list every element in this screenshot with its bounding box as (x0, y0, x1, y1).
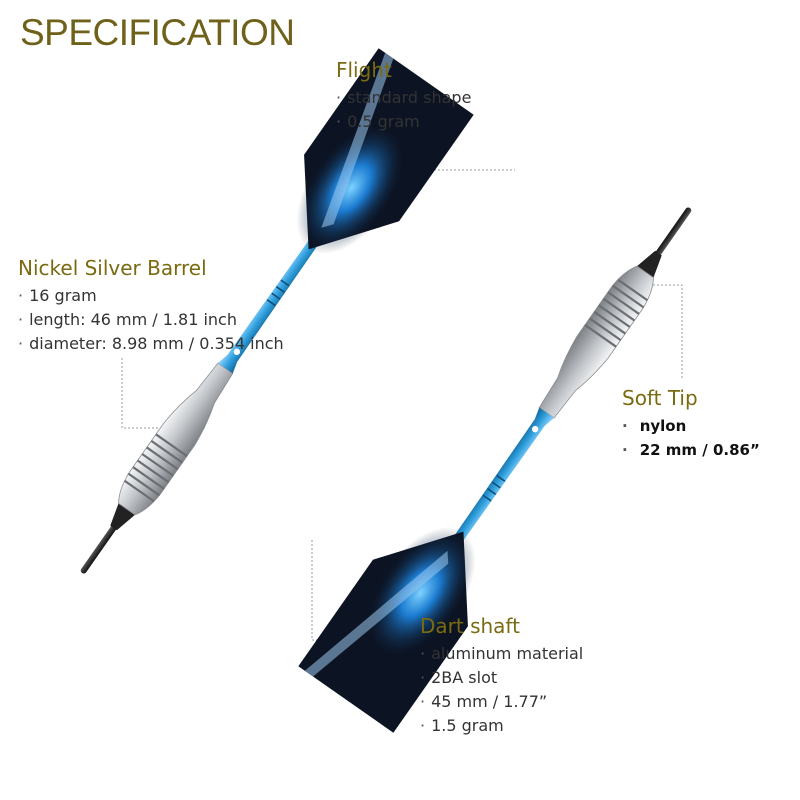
flight-spec: Flight ·standard shape ·0.5 gram (336, 56, 471, 134)
barrel-heading: Nickel Silver Barrel (18, 256, 207, 280)
soft-tip-spec: Soft Tip ·nylon ·22 mm / 0.86” (622, 384, 760, 462)
soft-tip-spec-list: ·nylon ·22 mm / 0.86” (622, 414, 760, 462)
barrel-icon (118, 362, 234, 516)
list-item: ·22 mm / 0.86” (622, 441, 760, 459)
list-item: ·diameter: 8.98 mm / 0.354 inch (18, 334, 284, 353)
tip-collar-icon (637, 250, 662, 278)
barrel-grip-rings (584, 278, 649, 348)
shaft-rings (482, 474, 506, 502)
flight-wing-icon (304, 550, 449, 677)
flight-heading: Flight (336, 58, 392, 82)
shaft-rings (266, 279, 290, 307)
soft-tip-icon (80, 523, 118, 574)
list-item: ·aluminum material (420, 644, 584, 663)
dart-upper-left (80, 48, 474, 574)
list-item: ·16 gram (18, 286, 97, 305)
dart-shaft-spec-list: ·aluminum material ·2BA slot ·45 mm / 1.… (420, 642, 583, 738)
shaft-leader-line (311, 540, 412, 641)
shaft-hole-icon (233, 348, 241, 356)
list-item: ·45 mm / 1.77” (420, 692, 548, 711)
list-item: ·2BA slot (420, 668, 498, 687)
dart-shaft-spec: Dart shaft ·aluminum material ·2BA slot … (420, 612, 583, 738)
barrel-grip-rings (123, 433, 188, 503)
list-item: ·length: 46 mm / 1.81 inch (18, 310, 237, 329)
list-item: ·1.5 gram (420, 716, 504, 735)
tip-collar-icon (110, 503, 135, 531)
dart-lower-right (298, 207, 692, 733)
tip-leader-line (645, 284, 683, 380)
soft-tip-icon (654, 207, 692, 258)
flight-wing-icon (321, 52, 394, 228)
soft-tip-heading: Soft Tip (622, 386, 698, 410)
list-item: ·standard shape (336, 88, 472, 107)
list-item: ·0.5 gram (336, 112, 420, 131)
barrel-spec-list: ·16 gram ·length: 46 mm / 1.81 inch ·dia… (18, 284, 284, 356)
page-title: SPECIFICATION (20, 12, 295, 53)
flight-spec-list: ·standard shape ·0.5 gram (336, 86, 471, 134)
list-item: ·nylon (622, 417, 687, 435)
dart-shaft-heading: Dart shaft (420, 614, 520, 638)
shaft-hole-icon (531, 425, 539, 433)
barrel-spec: Nickel Silver Barrel ·16 gram ·length: 4… (18, 254, 284, 356)
